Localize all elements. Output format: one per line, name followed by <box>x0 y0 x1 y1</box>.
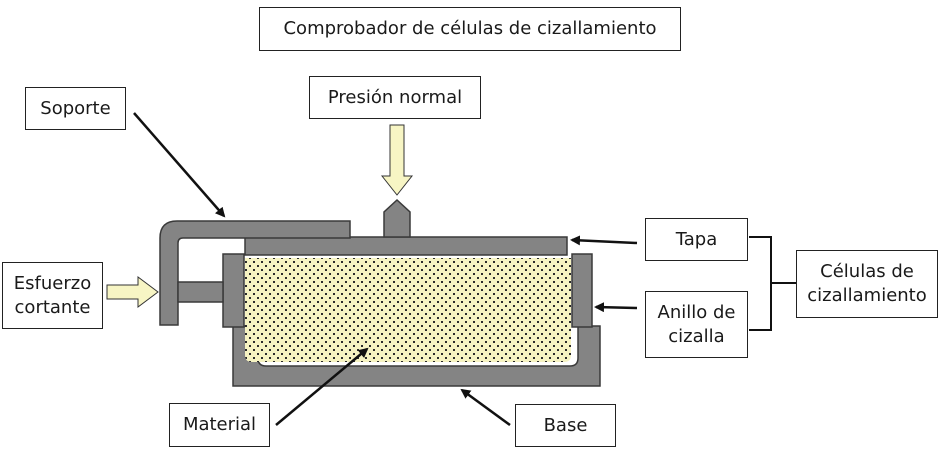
material-sample <box>245 258 571 362</box>
shear-ring-pointer <box>594 302 638 313</box>
material-pointer <box>275 347 369 426</box>
lid-label: Tapa <box>645 218 748 261</box>
shear-ring-left-wall <box>222 253 245 328</box>
support-pointer <box>133 112 226 218</box>
support-label: Soporte <box>25 87 126 130</box>
shear-stress-arrow <box>106 276 159 308</box>
normal-pressure-label: Presión normal <box>309 76 481 119</box>
load-knob <box>383 198 411 238</box>
base-label: Base <box>515 404 616 447</box>
shear-cells-label: Células de cizallamiento <box>796 250 938 318</box>
lid-pointer <box>570 235 638 246</box>
shear-stress-label: Esfuerzo cortante <box>2 262 103 329</box>
shear-ring-label: Anillo de cizalla <box>645 291 748 358</box>
diagram-title: Comprobador de células de cizallamiento <box>259 7 681 51</box>
support-arm <box>177 281 224 303</box>
normal-pressure-arrow <box>380 124 414 196</box>
base-pointer <box>460 388 511 427</box>
shear-cells-bracket <box>749 236 796 331</box>
material-label: Material <box>169 403 270 447</box>
support-bracket <box>159 220 351 326</box>
lid-plate <box>244 236 568 256</box>
shear-ring-right-wall <box>571 253 593 328</box>
